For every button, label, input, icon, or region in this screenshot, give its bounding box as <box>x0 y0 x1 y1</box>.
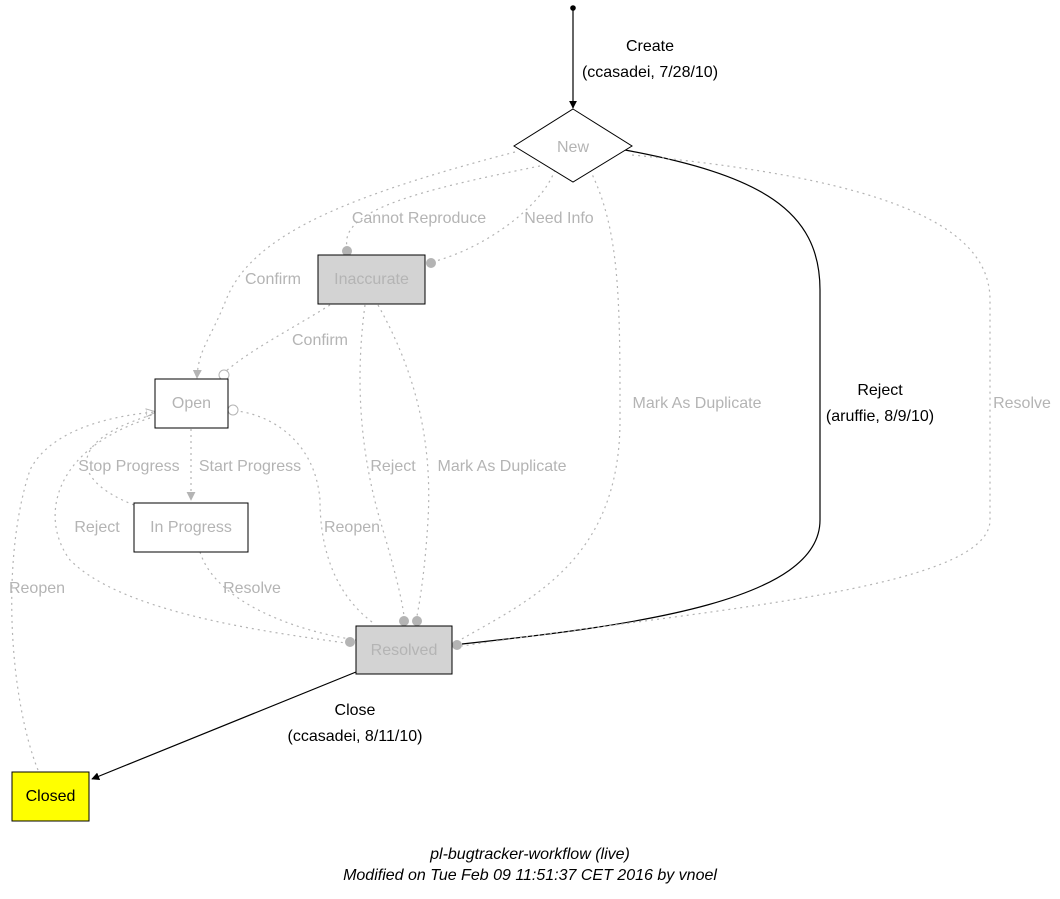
nodes: New Inaccurate Open In Progress Resolved… <box>11 108 633 822</box>
edges <box>11 10 991 781</box>
label-reject-open: Reject <box>74 519 120 536</box>
node-closed-label: Closed <box>26 788 76 805</box>
label-resolve-new: Resolve <box>993 395 1051 412</box>
edge-reject-open <box>54 417 347 644</box>
label-reopen-resolved-open: Reopen <box>324 519 380 536</box>
label-mark-duplicate-new: Mark As Duplicate <box>633 395 762 412</box>
node-closed[interactable]: Closed <box>11 771 90 822</box>
node-inaccurate[interactable]: Inaccurate <box>317 254 426 305</box>
start-dot <box>570 5 576 11</box>
edge-close <box>91 671 357 781</box>
dot-inaccurate-right <box>426 258 436 268</box>
edge-cannot-reproduce <box>346 165 541 248</box>
node-inaccurate-label: Inaccurate <box>334 271 409 288</box>
label-create-meta: (ccasadei, 7/28/10) <box>582 64 718 81</box>
label-start-progress: Start Progress <box>199 458 301 475</box>
edge-endpoints <box>218 5 576 650</box>
label-cannot-reproduce: Cannot Reproduce <box>352 210 486 227</box>
dot-resolved-right <box>452 640 462 650</box>
label-create: Create <box>626 38 674 55</box>
edge-confirm-inaccurate-open <box>224 304 331 373</box>
label-reject-new-resolved: Reject <box>857 382 903 399</box>
dot-resolved-top-right <box>412 616 422 626</box>
label-close-meta: (ccasadei, 8/11/10) <box>288 728 423 745</box>
node-in-progress[interactable]: In Progress <box>133 502 249 553</box>
node-new[interactable]: New <box>513 108 633 183</box>
node-open[interactable]: Open <box>154 378 229 429</box>
node-in-progress-label: In Progress <box>150 519 232 536</box>
dot-inaccurate-top <box>342 246 352 256</box>
edge-mark-duplicate-inaccurate <box>377 304 430 617</box>
label-stop-progress: Stop Progress <box>78 458 179 475</box>
edge-labels: Create (ccasadei, 7/28/10) Reject (aruff… <box>9 38 1051 745</box>
edge-reject-new-resolved <box>461 149 821 645</box>
node-resolved[interactable]: Resolved <box>355 625 453 675</box>
node-open-label: Open <box>172 395 211 412</box>
label-reject-inaccurate: Reject <box>370 458 416 475</box>
label-confirm-new-open: Confirm <box>245 271 301 288</box>
label-reject-new-resolved-meta: (aruffie, 8/9/10) <box>826 408 934 425</box>
dot-open-right <box>227 404 239 416</box>
label-mark-duplicate-inaccurate: Mark As Duplicate <box>438 458 567 475</box>
footer-modified: Modified on Tue Feb 09 11:51:37 CET 2016… <box>343 867 717 884</box>
footer-title: pl-bugtracker-workflow (live) <box>429 846 630 863</box>
edge-mark-duplicate-new <box>459 169 621 641</box>
node-new-label: New <box>557 139 589 156</box>
label-reopen-closed-open: Reopen <box>9 580 65 597</box>
label-close: Close <box>335 702 376 719</box>
label-need-info: Need Info <box>524 210 593 227</box>
node-resolved-label: Resolved <box>371 642 438 659</box>
edge-confirm-new-open <box>192 151 516 379</box>
dot-resolved-left <box>345 637 355 647</box>
edge-resolve-in-progress <box>199 551 357 641</box>
label-confirm-inaccurate-open: Confirm <box>292 332 348 349</box>
label-resolve-in-progress: Resolve <box>223 580 281 597</box>
footer: pl-bugtracker-workflow (live) Modified o… <box>343 846 717 884</box>
dot-resolved-top-left <box>399 616 409 626</box>
